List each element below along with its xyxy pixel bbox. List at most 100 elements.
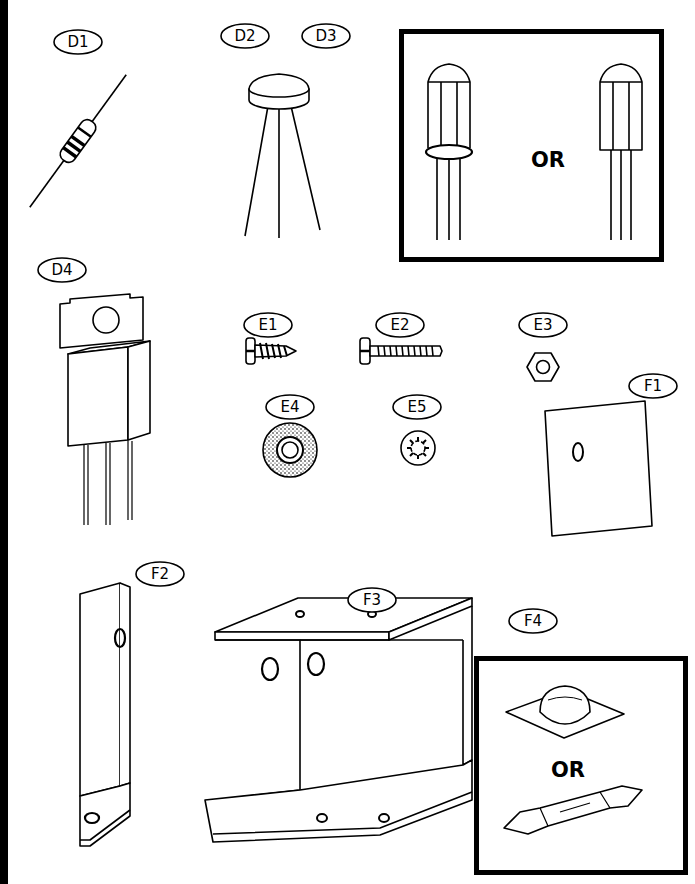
callout-number: E3	[533, 316, 552, 334]
callout-oval: F3	[347, 587, 397, 613]
callout-oval: E3	[518, 312, 568, 338]
shoulder-washer	[263, 423, 317, 477]
screw-slot	[360, 350, 370, 353]
resistor-band	[78, 127, 91, 136]
callout-oval: F1	[628, 373, 678, 399]
bracket-edge	[389, 598, 472, 640]
screw-shank	[370, 346, 442, 356]
insulator-hole	[573, 443, 583, 461]
alternative-word: OR	[551, 758, 585, 782]
screw-thread	[378, 346, 433, 356]
alternative-word: OR	[531, 148, 565, 172]
led-facet	[600, 82, 642, 150]
alternative-frame: OR	[474, 656, 688, 875]
callout-number: E5	[407, 398, 426, 416]
screw-head	[360, 338, 370, 364]
led-body	[600, 64, 642, 150]
oval-outline	[629, 374, 677, 398]
callout-oval: D3	[301, 23, 351, 49]
callout-oval: E2	[375, 312, 425, 338]
silicone-compound-drawing	[504, 686, 642, 834]
bracket-edge	[120, 583, 130, 786]
bracket-web	[215, 640, 300, 800]
mica-insulator	[545, 401, 652, 536]
resistor-band	[72, 136, 85, 145]
compound-blob	[540, 686, 590, 724]
machine-screw-drawing	[360, 338, 442, 364]
bracket-hole	[308, 653, 324, 675]
callout-number: E2	[390, 316, 409, 334]
resistor-drawing	[23, 70, 132, 212]
compound-shine	[548, 697, 582, 700]
sheet-screw-drawing	[246, 338, 296, 364]
screw-thread	[260, 343, 287, 359]
transistor-leg	[245, 106, 320, 238]
callout-number: F4	[524, 612, 542, 630]
bracket-hole	[379, 814, 389, 822]
tube-crimp	[540, 792, 610, 826]
screw-head	[246, 338, 255, 364]
oval-outline	[221, 24, 269, 48]
callout-oval: F2	[135, 561, 185, 587]
transistor-drawing	[245, 74, 320, 238]
page-border-bar	[0, 0, 8, 884]
callout-oval: F4	[508, 608, 558, 634]
oval-outline	[348, 588, 396, 612]
bracket-hole	[85, 813, 99, 823]
transistor-top	[249, 74, 309, 97]
resistor-body	[57, 117, 98, 165]
lockwasher-hole	[411, 441, 425, 455]
regulator-side	[128, 341, 150, 440]
nut-hole	[537, 361, 550, 374]
regulator-drawing	[60, 294, 150, 525]
callout-number: E4	[280, 398, 299, 416]
oval-outline	[54, 30, 102, 54]
callout-oval: E4	[265, 394, 315, 420]
bracket-fold	[300, 606, 472, 765]
led-facet	[428, 82, 470, 148]
oval-outline	[244, 313, 292, 337]
led-flange	[426, 145, 472, 159]
lockwasher	[401, 431, 435, 465]
washer-shoulder	[277, 437, 303, 463]
callout-number: F3	[363, 591, 381, 609]
l-bracket-drawing	[80, 583, 130, 846]
callout-oval: E5	[392, 394, 442, 420]
bracket-hole	[262, 658, 278, 680]
callout-number: F1	[644, 377, 662, 395]
regulator-tab	[60, 294, 143, 348]
oval-outline	[393, 395, 441, 419]
led-leg	[437, 158, 460, 240]
alternative-frame: OR	[399, 29, 664, 262]
lockwasher-tooth	[407, 437, 429, 459]
oval-outline	[519, 313, 567, 337]
oval-outline	[302, 24, 350, 48]
bracket-hole	[115, 629, 125, 647]
callout-oval: D1	[53, 29, 103, 55]
callout-oval: E1	[243, 312, 293, 338]
washer-hole	[282, 442, 298, 458]
bracket-face	[80, 583, 120, 796]
regulator-leg	[84, 441, 132, 525]
callout-number: D3	[315, 27, 336, 45]
bracket-edge	[80, 810, 130, 840]
bracket-edge	[215, 632, 389, 640]
led-leg	[611, 150, 631, 240]
callout-number: D1	[67, 33, 88, 51]
callout-number: E1	[258, 316, 277, 334]
callout-number: D2	[234, 27, 255, 45]
led-drawing	[426, 64, 642, 240]
bracket-edge	[213, 792, 472, 834]
callout-number: D4	[51, 261, 72, 279]
oval-outline	[38, 258, 86, 282]
callout-oval: D4	[37, 257, 87, 283]
bracket-base	[80, 783, 130, 846]
resistor-lead	[30, 75, 126, 208]
bracket-base	[205, 760, 472, 842]
bracket-hole	[317, 814, 327, 822]
oval-outline	[136, 562, 184, 586]
callout-oval: D2	[220, 23, 270, 49]
bracket-web	[300, 639, 463, 641]
